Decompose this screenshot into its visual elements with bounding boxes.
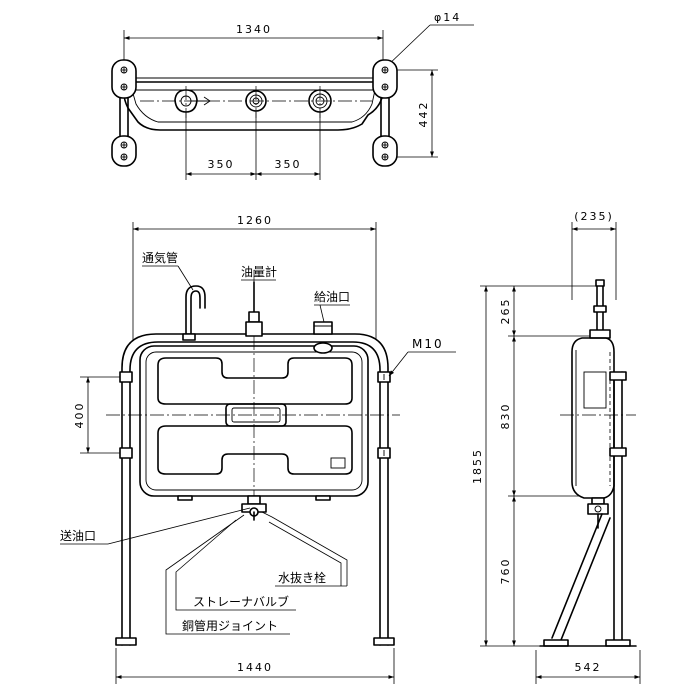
label-filler: 給油口 bbox=[314, 290, 350, 304]
foot-left bbox=[115, 637, 137, 646]
dim-top-offset: 265 bbox=[499, 298, 512, 325]
foot-right bbox=[373, 637, 395, 646]
label-bolt: M10 bbox=[412, 337, 444, 351]
dim-tank-height: 830 bbox=[499, 403, 512, 430]
dim-spacing-right: 350 bbox=[275, 158, 302, 171]
tank-panel-upper bbox=[157, 357, 353, 405]
bottom-fittings bbox=[177, 495, 331, 521]
leg-plate-top-left bbox=[111, 59, 137, 99]
dim-top-width: 1340 bbox=[236, 23, 272, 36]
label-copper-joint: 銅管用ジョイント bbox=[182, 618, 278, 633]
label-vent-pipe: 通気管 bbox=[142, 250, 178, 265]
label-outlet: 送油口 bbox=[60, 528, 96, 543]
nameplate bbox=[330, 457, 346, 469]
oil-gauge bbox=[245, 281, 263, 337]
dim-tank-width: 1260 bbox=[237, 214, 273, 227]
label-drain-plug: 水抜き栓 bbox=[278, 570, 326, 585]
side-view: (235) bbox=[471, 210, 641, 684]
side-leg bbox=[539, 371, 637, 647]
leg-plate-bottom-right bbox=[372, 135, 398, 167]
leg-plate-top-right bbox=[372, 59, 398, 99]
dim-leg-height: 760 bbox=[499, 558, 512, 585]
tank-side-body bbox=[571, 337, 615, 499]
dim-base-depth: 542 bbox=[575, 661, 602, 674]
leg-plate-bottom-left bbox=[111, 135, 137, 167]
dim-bracket-spacing: 400 bbox=[73, 402, 86, 429]
label-strainer-valve: ストレーナバルブ bbox=[193, 594, 289, 609]
filler-cap bbox=[313, 321, 333, 354]
dim-top-depth: 442 bbox=[417, 101, 430, 128]
front-view: 1260 bbox=[60, 214, 456, 684]
dim-frame-width: 1440 bbox=[237, 661, 273, 674]
tank-panel-lower bbox=[157, 425, 353, 475]
dim-depth-ref: (235) bbox=[574, 210, 614, 223]
side-vent-pipe bbox=[589, 279, 611, 339]
dim-spacing-left: 350 bbox=[208, 158, 235, 171]
dim-hole-diameter: φ14 bbox=[434, 11, 461, 24]
dim-total-height: 1855 bbox=[471, 448, 484, 484]
vent-pipe bbox=[185, 285, 206, 335]
tank-top-outline bbox=[123, 81, 384, 131]
label-oil-gauge: 油量計 bbox=[241, 264, 277, 279]
top-view: 1340 φ14 bbox=[111, 11, 474, 180]
